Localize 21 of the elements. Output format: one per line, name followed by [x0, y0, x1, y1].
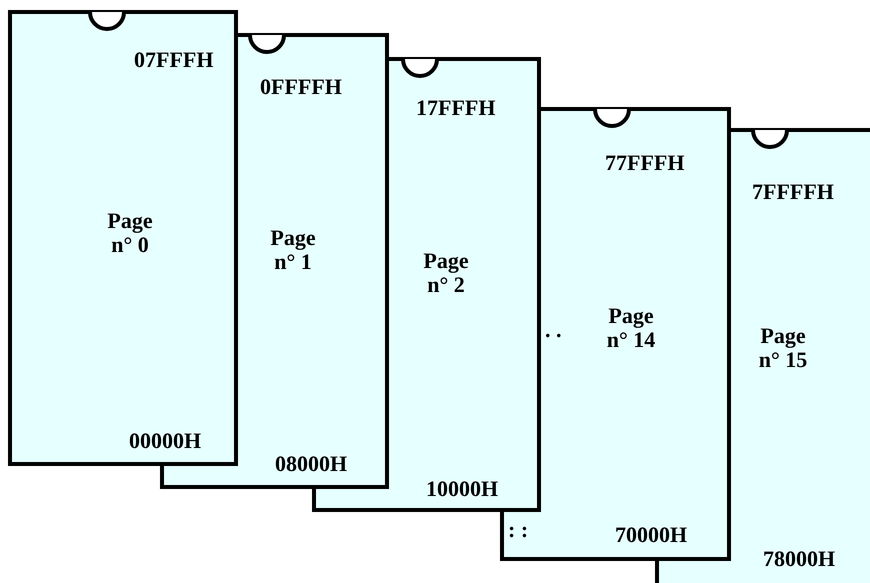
page-label: Page n° 1 — [269, 226, 317, 274]
start-address: 78000H — [763, 547, 836, 571]
start-address: 00000H — [129, 429, 202, 453]
page-label: Page n° 14 — [606, 304, 656, 352]
start-address: 08000H — [275, 452, 348, 476]
memory-page-chip — [312, 489, 389, 512]
page-label: Page n° 0 — [106, 209, 154, 257]
end-address: 0FFFFH — [260, 75, 342, 99]
end-address: 77FFFH — [605, 151, 684, 175]
memory-page-chip — [160, 466, 238, 489]
continuation-dots: : : — [508, 518, 528, 542]
start-address: 70000H — [615, 523, 688, 547]
page-label: Page n° 2 — [422, 249, 470, 297]
end-address: 07FFFH — [134, 48, 214, 72]
page-label: Page n° 15 — [758, 324, 808, 372]
end-address: 17FFFH — [416, 96, 496, 120]
end-address: 7FFFFH — [752, 180, 834, 204]
continuation-dots: . . — [545, 318, 562, 342]
memory-page-chip — [8, 10, 238, 466]
memory-page-chip — [500, 512, 541, 561]
start-address: 10000H — [426, 477, 498, 501]
